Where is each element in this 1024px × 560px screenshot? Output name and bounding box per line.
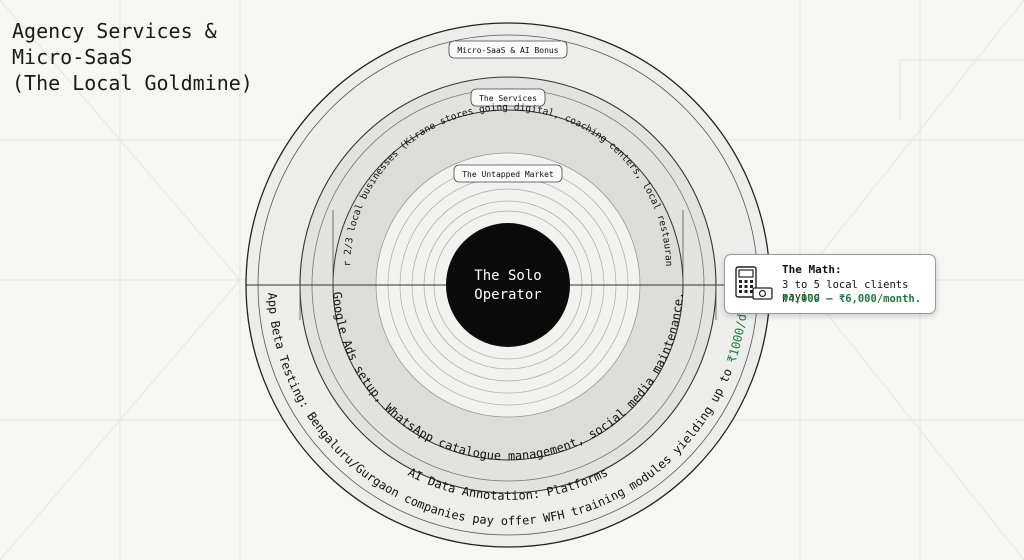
pill-services-label: The Services xyxy=(479,94,537,103)
pill-market: The Untapped Market xyxy=(453,164,563,183)
math-callout: The Math: 3 to 5 local clients paying ₹4… xyxy=(724,254,936,314)
title-line: Agency Services & xyxy=(12,19,217,43)
callout-line1: 3 to 5 local clients paying xyxy=(782,279,909,303)
center-label-line: Operator xyxy=(474,287,541,303)
pill-services: The Services xyxy=(470,88,546,107)
center-label-line: The Solo xyxy=(474,268,541,284)
callout-line2: ₹4,000 – ₹6,000/month. xyxy=(782,293,922,305)
pill-bonus: Micro-SaaS & AI Bonus xyxy=(448,40,568,59)
page-title: Agency Services & Micro-SaaS (The Local … xyxy=(12,18,253,96)
pill-market-label: The Untapped Market xyxy=(462,170,554,179)
title-line: Micro-SaaS xyxy=(12,45,133,69)
title-line: (The Local Goldmine) xyxy=(12,71,253,95)
calculator-cash-icon xyxy=(735,266,773,300)
center-circle xyxy=(446,223,570,347)
callout-heading: The Math: xyxy=(782,263,842,276)
pill-bonus-label: Micro-SaaS & AI Bonus xyxy=(457,46,558,55)
